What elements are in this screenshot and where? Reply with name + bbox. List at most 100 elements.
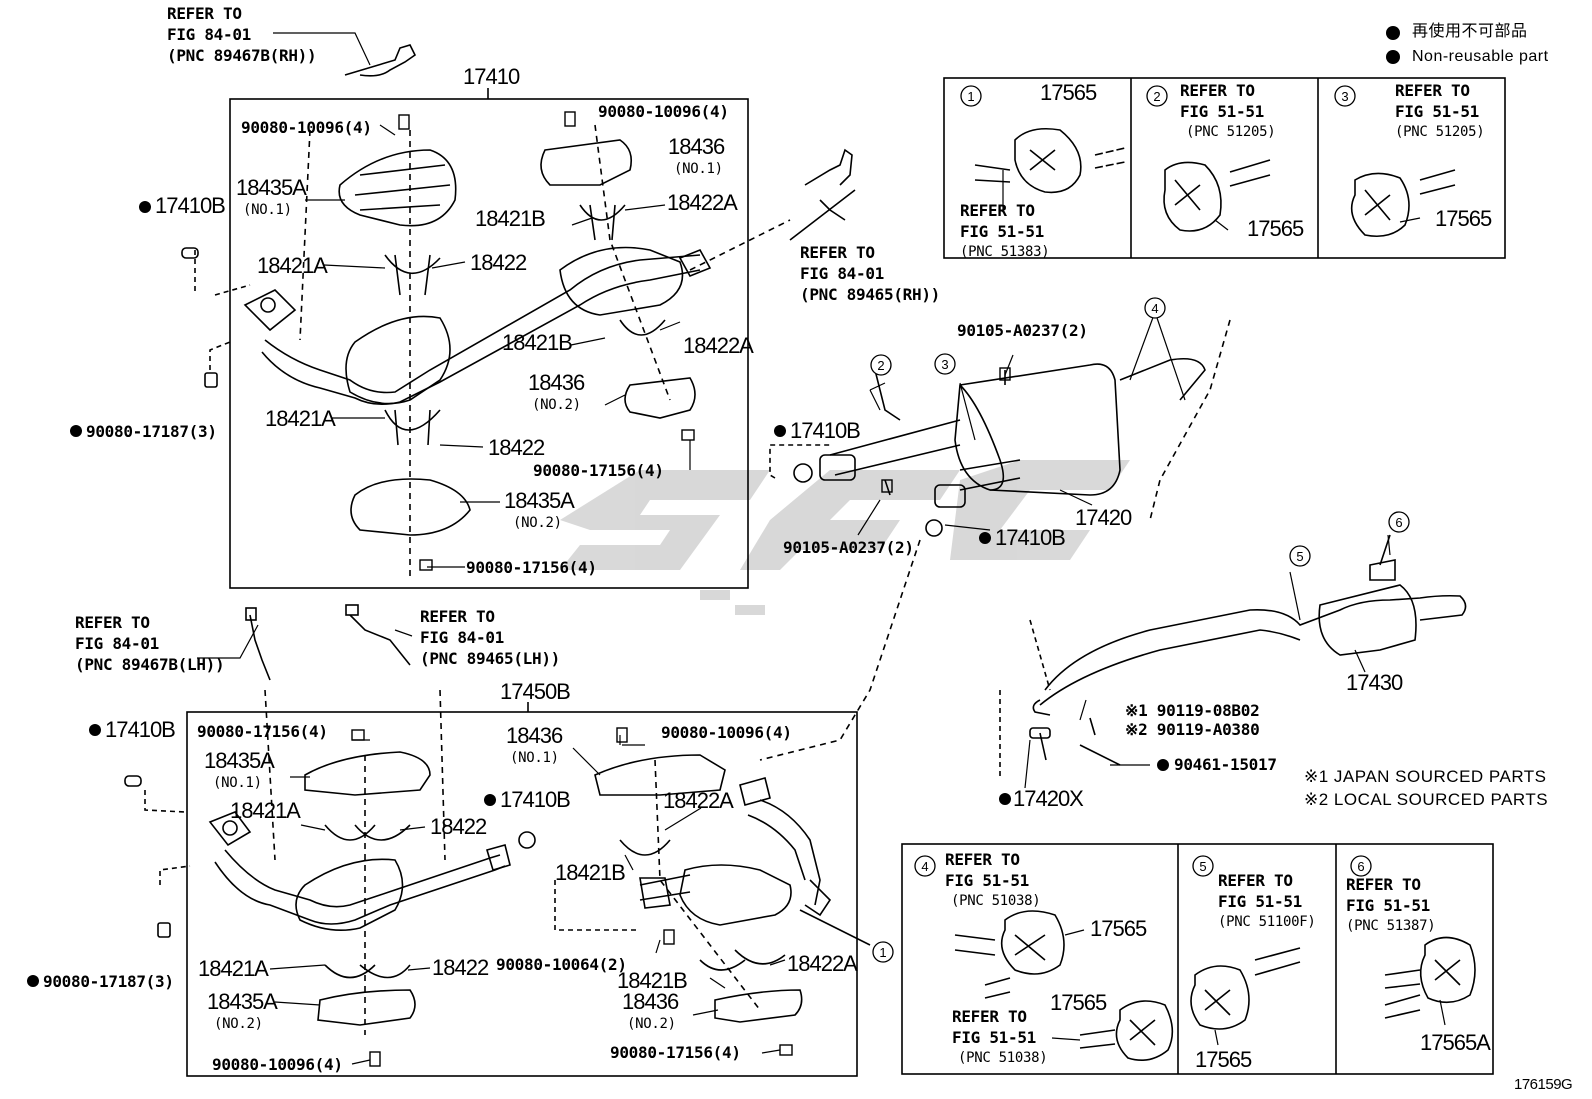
clamp-18422A-3: 18422A: [663, 788, 734, 813]
callout-4: [1144, 297, 1166, 319]
watermark-logo: [560, 460, 1130, 615]
bolt-90080-10096-b: 90080-10096(4): [598, 102, 729, 121]
callout-1-label: 1: [879, 945, 886, 960]
nut-90080-17187-b: 90080-17187(3): [43, 972, 174, 991]
clamp-18422A-2: 18422A: [683, 333, 754, 358]
callout-2: [870, 354, 892, 376]
inset-6-part: 17565A: [1420, 1030, 1491, 1055]
nut-90080-17156-d: 90080-17156(4): [610, 1043, 741, 1062]
inset-2-part: 17565: [1247, 216, 1304, 241]
inset-bottom: [901, 843, 1494, 1075]
insulator-18436-1-no: (NO.1): [674, 161, 723, 177]
part-17420: 17420: [1075, 505, 1132, 530]
callout-circles: [870, 85, 1410, 963]
insulator-18436-1: 18436: [668, 134, 725, 159]
hanger-inset-4: [954, 910, 1174, 1061]
inset-4-part-a: 17565: [1090, 916, 1147, 941]
insulator-18435A-3: 18435A: [204, 748, 275, 773]
insulator-18436-3-no: (NO.1): [510, 750, 559, 766]
clamp-18422A-4: 18422A: [787, 951, 858, 976]
callout-1: [872, 941, 894, 963]
hanger-inset-3: [1350, 169, 1456, 238]
insulator-18435A-1-no: (NO.1): [243, 202, 292, 218]
figure-id: 176159G: [1514, 1076, 1573, 1093]
legend-en: Non-reusable part: [1412, 48, 1549, 65]
insulator-18435A-4: 18435A: [207, 989, 278, 1014]
non-reusable-markers: [27, 26, 1400, 987]
insulator-18435A-2-no: (NO.2): [513, 515, 562, 531]
bolt-90119-A0380: ※2 90119-A0380: [1125, 720, 1260, 739]
callout-3: [934, 353, 956, 375]
inset-6-number: 6: [1357, 859, 1364, 874]
clamp-90461-15017: 90461-15017: [1174, 755, 1277, 774]
bolt-90105-b: 90105-A0237(2): [783, 538, 914, 557]
inset-4-part-b: 17565: [1050, 990, 1107, 1015]
clamp-18421A-4: 18421A: [198, 956, 269, 981]
insulator-18435A-4-no: (NO.2): [214, 1016, 263, 1032]
clamp-18422-1: 18422: [470, 250, 527, 275]
bolt-90080-10064: 90080-10064(2): [496, 955, 627, 974]
hanger-inset-5: [1190, 947, 1301, 1030]
inset-4-number: 4: [921, 859, 928, 874]
part-17450B: 17450B: [500, 679, 571, 704]
inset-top: [943, 77, 1506, 259]
gasket-17410B-d: 17410B: [105, 717, 176, 742]
part-17420X: 17420X: [1013, 786, 1084, 811]
part-17430: 17430: [1346, 670, 1403, 695]
insulator-18436-4: 18436: [622, 989, 679, 1014]
inset-5-part: 17565: [1195, 1047, 1252, 1072]
clamp-18421B-2: 18421B: [502, 330, 573, 355]
clamp-18422A-1: 18422A: [667, 190, 738, 215]
clamp-18421B-1: 18421B: [475, 206, 546, 231]
callout-5: [1289, 545, 1311, 567]
clamp-18421B-4: 18421B: [617, 968, 688, 993]
bolt-90080-10096-c: 90080-10096(4): [661, 723, 792, 742]
gasket-17410B-a: 17410B: [155, 193, 226, 218]
bolt-90105-a: 90105-A0237(2): [957, 321, 1088, 340]
insulator-18435A-1: 18435A: [236, 175, 307, 200]
inset-3-part: 17565: [1435, 206, 1492, 231]
clamp-18421A-1: 18421A: [257, 253, 328, 278]
gasket-17410B-b: 17410B: [790, 418, 861, 443]
note-japan-sourced: ※1 JAPAN SOURCED PARTS: [1304, 767, 1547, 786]
inset-2-number: 2: [1153, 89, 1160, 104]
inset-1-part: 17565: [1040, 80, 1097, 105]
part-17410: 17410: [463, 64, 520, 89]
clamp-18421A-3: 18421A: [230, 798, 301, 823]
nut-90080-17187-a: 90080-17187(3): [86, 422, 217, 441]
insulator-18436-4-no: (NO.2): [627, 1016, 676, 1032]
callout-3-label: 3: [941, 357, 948, 372]
note-local-sourced: ※2 LOCAL SOURCED PARTS: [1304, 790, 1549, 809]
bolt-90080-10096-a: 90080-10096(4): [241, 118, 372, 137]
inset-5-number: 5: [1199, 859, 1206, 874]
clamp-18421A-2: 18421A: [265, 406, 336, 431]
hanger-inset-6: [1384, 936, 1476, 1019]
legend-jp: 再使用不可部品: [1412, 23, 1528, 40]
bolt-90119-08B02: ※1 90119-08B02: [1125, 701, 1260, 720]
callout-6-label: 6: [1395, 515, 1402, 530]
frame-17450B: [186, 711, 858, 1077]
insulator-18435A-2: 18435A: [504, 488, 575, 513]
callout-5-label: 5: [1296, 549, 1303, 564]
gasket-17410B-c: 17410B: [995, 525, 1066, 550]
clamp-18422-2: 18422: [488, 435, 545, 460]
callout-6: [1388, 511, 1410, 533]
callout-2-label: 2: [877, 358, 884, 373]
insulator-18436-3: 18436: [506, 723, 563, 748]
insulator-18436-2-no: (NO.2): [532, 397, 581, 413]
clamp-18422-4: 18422: [432, 955, 489, 980]
clamp-18421B-3: 18421B: [555, 860, 626, 885]
insulator-18435A-3-no: (NO.1): [213, 775, 262, 791]
clamp-18422-3: 18422: [430, 814, 487, 839]
insulator-18436-2: 18436: [528, 370, 585, 395]
